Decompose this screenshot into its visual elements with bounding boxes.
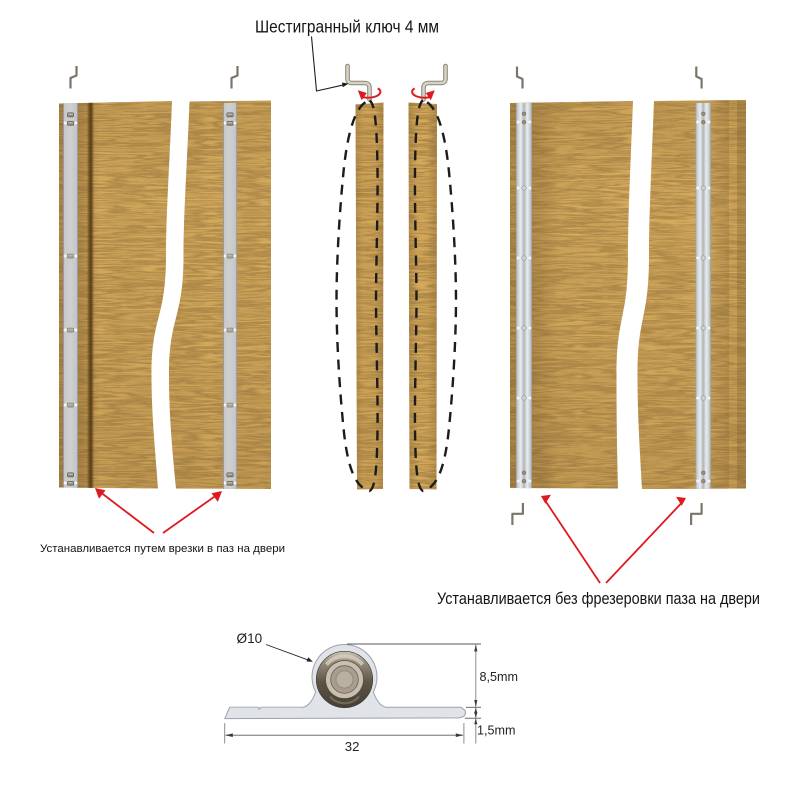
svg-text:8,5mm: 8,5mm [480,670,519,684]
svg-text:32: 32 [345,739,360,754]
svg-text:Шестигранный ключ 4 мм: Шестигранный ключ 4 мм [255,16,439,36]
svg-text:Устанавливается путем врезки в: Устанавливается путем врезки в паз на дв… [40,543,285,555]
svg-text:Устанавливается без фрезеровки: Устанавливается без фрезеровки паза на д… [437,589,760,608]
svg-text:Ø10: Ø10 [237,631,263,646]
svg-text:1,5mm: 1,5mm [477,724,516,738]
